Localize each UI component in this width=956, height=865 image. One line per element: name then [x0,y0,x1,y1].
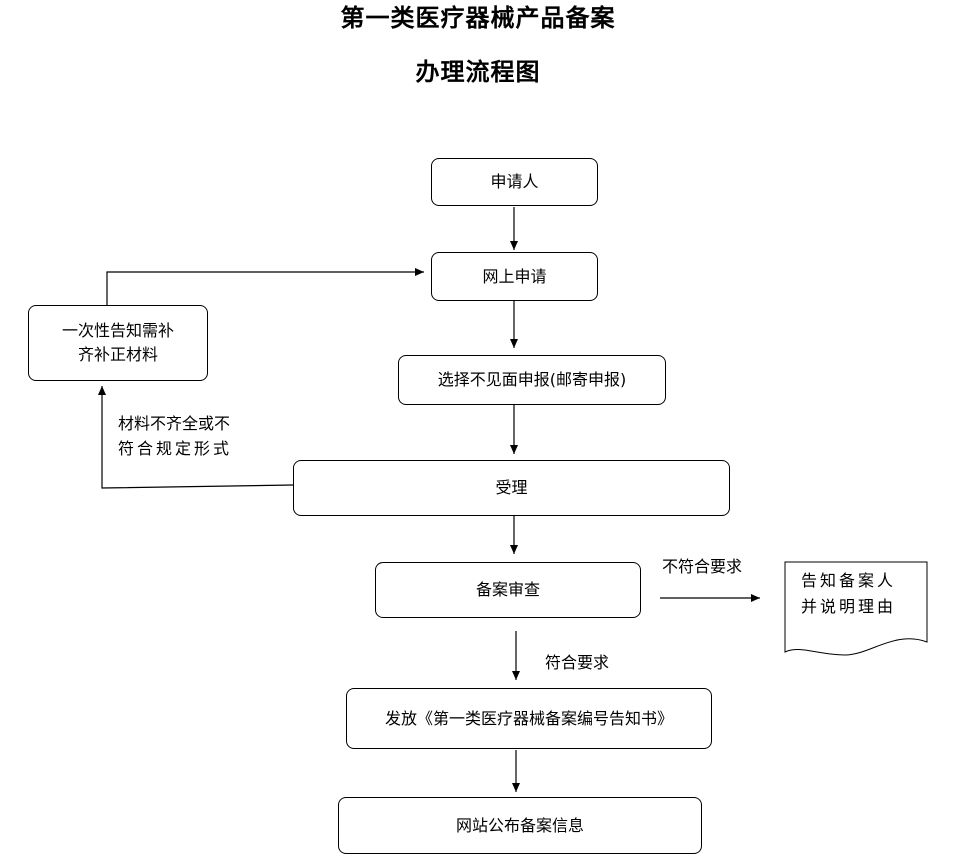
supplement-line-1: 一次性告知需补 [61,321,174,340]
edge-label-compliant: 符合要求 [545,653,610,672]
diagram-subtitle: 办理流程图 [415,57,541,86]
edge-label-not-compliant: 不符合要求 [662,557,743,576]
arrow-supplement-to-online [106,268,424,308]
node-offline-apply: 选择不见面申报(邮寄申报) [398,355,666,405]
notify-reason-document-shape [784,561,928,656]
node-supplement: 一次性告知需补 齐补正材料 [28,305,208,381]
notify-reason-line-1: 告知备案人 [801,571,897,590]
node-review: 备案审查 [375,562,641,618]
node-publish: 网站公布备案信息 [338,797,702,854]
edge-label-incomplete: 材料不齐全或不 符合规定形式 [118,411,232,461]
node-applicant: 申请人 [431,158,598,206]
incomplete-line-1: 材料不齐全或不 [118,414,231,433]
arrow-accept-to-supplement [98,386,294,489]
supplement-line-2: 齐补正材料 [77,345,158,364]
diagram-title: 第一类医疗器械产品备案 [340,3,616,32]
node-notify-reason: 告知备案人 并说明理由 [801,568,896,620]
node-accept: 受理 [293,460,730,516]
node-issue-certificate: 发放《第一类医疗器械备案编号告知书》 [346,688,712,749]
notify-reason-line-2: 并说明理由 [801,597,897,616]
node-online-apply: 网上申请 [431,252,598,301]
incomplete-line-2: 符合规定形式 [118,439,233,458]
